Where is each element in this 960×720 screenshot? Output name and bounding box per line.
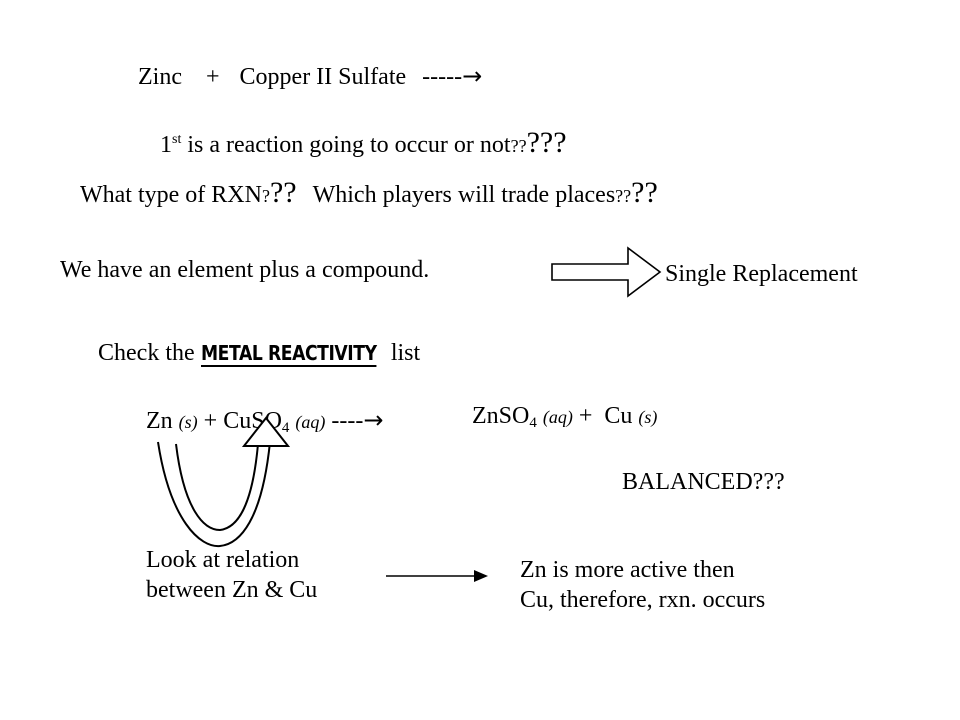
trade-places-question: Which players will trade places xyxy=(312,182,616,208)
copper-sulfate-label: Copper II Sulfate xyxy=(239,64,407,90)
question-marks-large: ?? xyxy=(269,176,297,209)
ordinal-number: 1 xyxy=(160,132,172,158)
question-marks-small: ? xyxy=(261,186,270,206)
question-marks-small: ?? xyxy=(510,136,527,156)
equation-reactants: Zn (s) + CuSO4 (aq) ----→ xyxy=(146,408,383,436)
arrow-right-icon: → xyxy=(462,62,483,90)
plus-sign: + xyxy=(578,403,593,429)
plus-sign: + xyxy=(203,408,218,434)
conclusion-text: Zn is more active then Cu, therefore, rx… xyxy=(520,555,765,615)
thin-arrowhead-icon xyxy=(474,570,488,582)
question-occur: 1st is a reaction going to occur or not?… xyxy=(160,128,567,158)
zinc-label: Zinc xyxy=(138,64,182,90)
balanced-question: BALANCED??? xyxy=(622,469,785,495)
rxn-type-question: What type of RXN xyxy=(80,182,262,208)
arrow-right-icon: → xyxy=(363,406,384,434)
question-type: What type of RXN??? Which players will t… xyxy=(80,178,658,208)
check-list-line: Check the METAL REACTIVITY list xyxy=(98,341,420,367)
metal-reactivity-label: METAL REACTIVITY xyxy=(200,341,377,367)
question-marks-large: ??? xyxy=(526,126,567,159)
relation-line-1: Look at relation xyxy=(146,547,300,573)
element-compound-text: We have an element plus a compound. xyxy=(60,257,430,283)
plus-sign: + xyxy=(205,64,220,90)
exchange-curve-arrow-icon xyxy=(157,441,271,548)
reaction-line: Zinc + Copper II Sulfate -----→ xyxy=(138,64,482,89)
list-text: list xyxy=(384,340,421,366)
state-aqueous: (aq) xyxy=(295,412,326,432)
block-arrow-icon xyxy=(551,246,662,298)
question-marks-small: ?? xyxy=(615,186,632,206)
check-text: Check the xyxy=(98,340,201,366)
state-aqueous: (aq) xyxy=(542,407,573,427)
question-marks-large: ?? xyxy=(631,176,658,209)
equation-products: ZnSO4 (aq) + Cu (s) xyxy=(472,404,657,431)
exchange-arrowhead-icon xyxy=(241,416,291,447)
conclusion-line-2: Cu, therefore, rxn. occurs xyxy=(520,587,766,613)
state-solid: (s) xyxy=(638,407,658,427)
cu-symbol: Cu xyxy=(604,403,633,429)
dashes: ---- xyxy=(331,408,364,434)
subscript-four: 4 xyxy=(281,420,290,436)
conclusion-line-1: Zn is more active then xyxy=(520,557,735,583)
ordinal-suffix: st xyxy=(172,132,182,147)
znso-formula: ZnSO xyxy=(472,403,530,429)
subscript-four: 4 xyxy=(529,415,537,431)
relation-text: Look at relation between Zn & Cu xyxy=(146,545,317,605)
single-replacement-label: Single Replacement xyxy=(665,261,858,287)
relation-line-2: between Zn & Cu xyxy=(146,577,318,603)
zn-symbol: Zn xyxy=(146,408,173,434)
question-text: is a reaction going to occur or not xyxy=(181,132,511,158)
state-solid: (s) xyxy=(178,412,198,432)
dashes: ----- xyxy=(422,64,463,90)
